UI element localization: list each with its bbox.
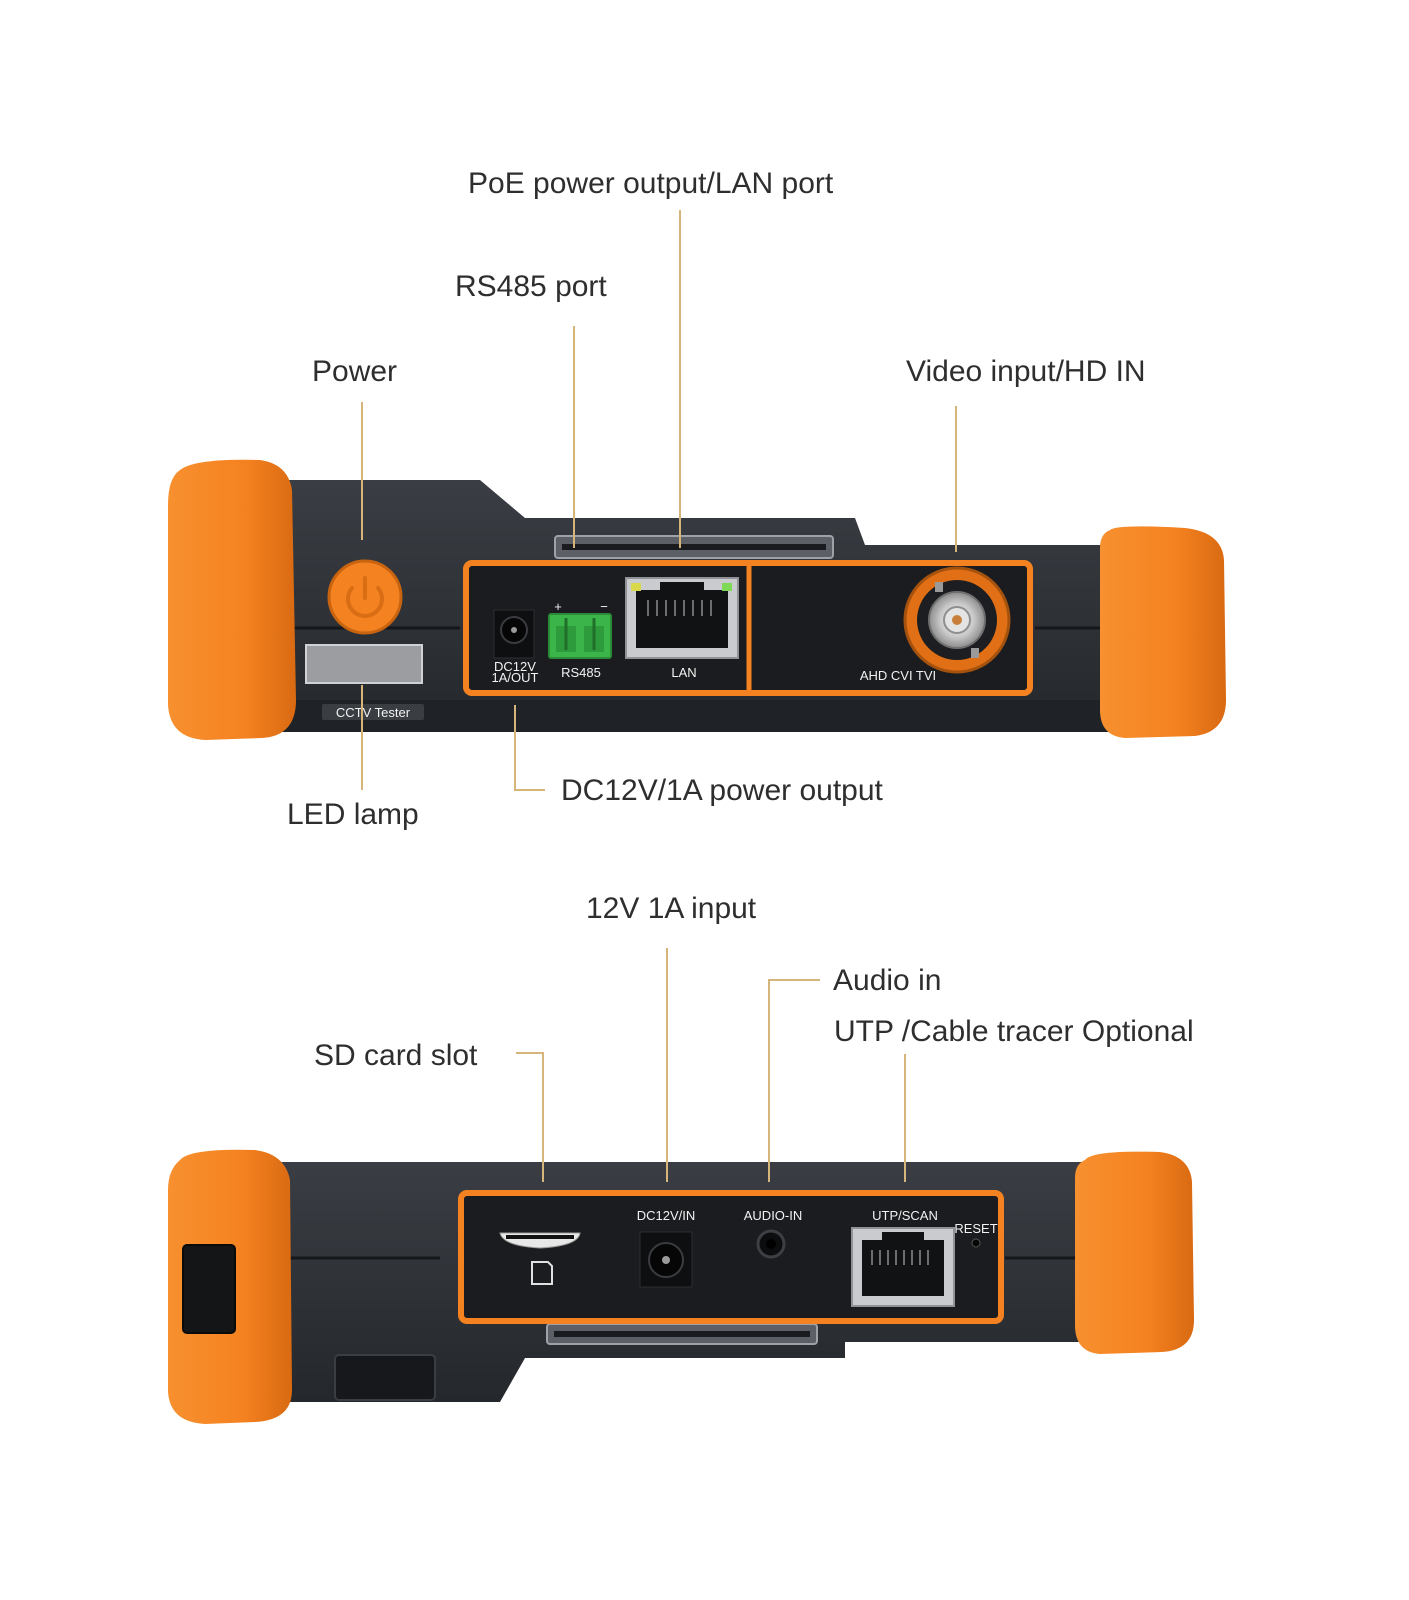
- rs485-minus-label: −: [600, 599, 608, 614]
- brand-text: CCTV Tester: [336, 705, 411, 720]
- lan-led-right: [722, 583, 732, 591]
- callout-12v-input: 12V 1A input: [586, 892, 757, 925]
- lan-label: LAN: [671, 665, 696, 680]
- rs485-label: RS485: [561, 665, 601, 680]
- dc-out-port[interactable]: [493, 609, 535, 659]
- callout-audio-in: Audio in: [833, 964, 941, 997]
- dc-in-pin: [662, 1256, 670, 1264]
- bnc-video-port[interactable]: [903, 566, 1011, 674]
- bottom-right-bumper: [1075, 1151, 1194, 1354]
- rs485-port[interactable]: [548, 613, 612, 659]
- top-port-panel: [463, 560, 1033, 696]
- dc-out-label-line2: 1A/OUT: [492, 670, 539, 685]
- dc-in-label: DC12V/IN: [637, 1208, 696, 1223]
- leader-audio-in: [768, 979, 820, 1182]
- sd-card-icon: [531, 1261, 553, 1285]
- utp-scan-port[interactable]: [851, 1227, 955, 1307]
- top-view: CCTV Tester DC12V 1A/OUT + − RS485: [168, 167, 1226, 831]
- top-left-bumper: [168, 459, 296, 740]
- strap-slot: [182, 1244, 236, 1334]
- rs485-plus-label: +: [554, 599, 562, 614]
- dc-in-port[interactable]: [639, 1231, 693, 1288]
- top-right-bumper: [1100, 526, 1226, 738]
- power-icon: [346, 576, 384, 618]
- callout-sd-card: SD card slot: [314, 1039, 478, 1072]
- bnc-center-pin: [952, 615, 962, 625]
- audio-in-port[interactable]: [756, 1229, 786, 1259]
- callout-utp-tracer: UTP /Cable tracer Optional: [834, 1015, 1194, 1048]
- dc-out-label-line1: DC12V: [494, 659, 536, 674]
- sd-card-slot[interactable]: [499, 1232, 581, 1249]
- leader-dc-out: [514, 705, 545, 791]
- power-button[interactable]: [327, 559, 403, 635]
- utp-scan-label: UTP/SCAN: [872, 1208, 938, 1223]
- callout-rs485: RS485 port: [455, 270, 607, 303]
- leader-sd-card: [516, 1052, 544, 1182]
- brand-plate: CCTV Tester: [322, 704, 424, 720]
- callout-led-lamp: LED lamp: [287, 798, 419, 831]
- audio-in-label: AUDIO-IN: [744, 1208, 803, 1223]
- bottom-view: DC12V/IN AUDIO-IN UTP/SCAN RESET: [168, 892, 1194, 1424]
- reset-button[interactable]: [971, 1238, 981, 1248]
- dc-jack-pin: [511, 627, 517, 633]
- video-modes-label: AHD CVI TVI: [860, 668, 936, 683]
- led-lamp: [305, 644, 423, 684]
- callout-poe-lan: PoE power output/LAN port: [468, 167, 834, 200]
- lan-led-left: [631, 583, 641, 591]
- callout-video-input: Video input/HD IN: [906, 355, 1146, 388]
- callout-power: Power: [312, 355, 397, 388]
- reset-label: RESET: [954, 1221, 997, 1236]
- lan-port[interactable]: [625, 577, 739, 659]
- callout-dc-output: DC12V/1A power output: [561, 774, 884, 807]
